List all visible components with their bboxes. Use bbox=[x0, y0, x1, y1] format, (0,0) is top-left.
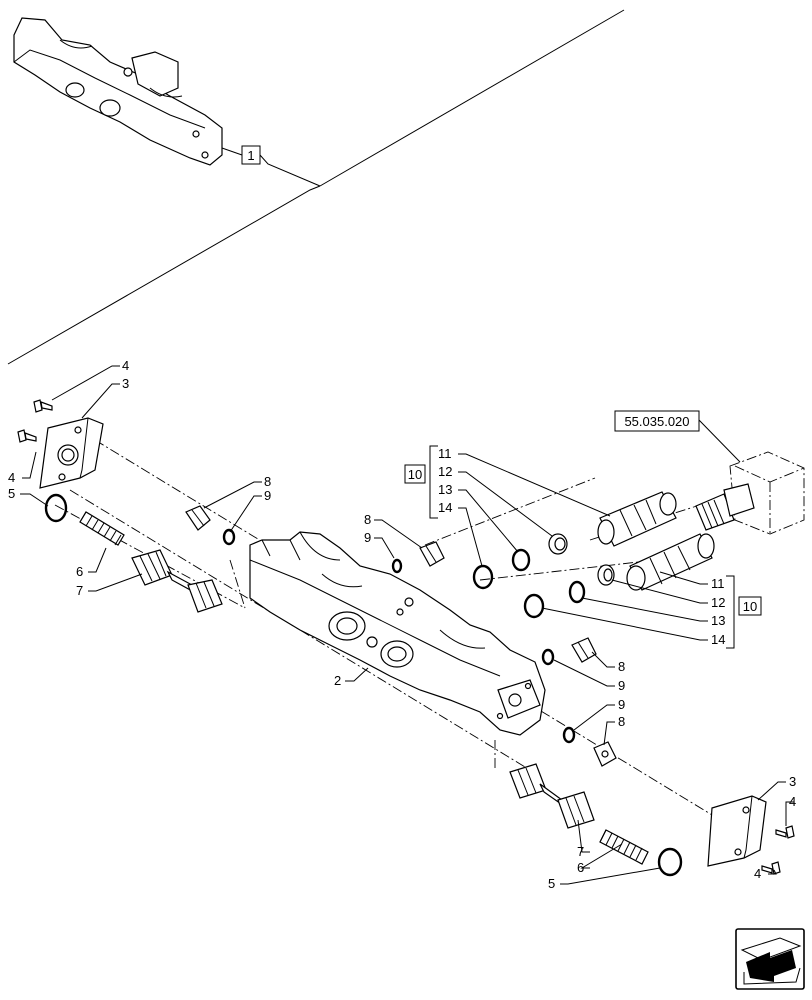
callout-spool-label[interactable]: 7 bbox=[76, 583, 83, 598]
o-ring-large-lower[interactable] bbox=[523, 593, 545, 619]
leader-lines bbox=[20, 365, 794, 885]
backup-ring-upper[interactable] bbox=[548, 533, 568, 555]
cover-plate-left[interactable] bbox=[39, 417, 104, 489]
kit-bracket-lower bbox=[726, 575, 735, 649]
callout-screw-label[interactable]: 4 bbox=[8, 470, 15, 485]
kit-ref-box-lower[interactable]: 10 bbox=[738, 596, 762, 616]
backup-ring-lower[interactable] bbox=[597, 564, 615, 586]
plug-right-lower[interactable] bbox=[593, 741, 617, 767]
callout-cover-plate-label[interactable]: 3 bbox=[122, 376, 129, 391]
callout-seal-ring-label[interactable]: 9 bbox=[618, 697, 625, 712]
retaining-ring-upper[interactable] bbox=[511, 548, 531, 572]
o-ring-right[interactable] bbox=[657, 847, 683, 877]
solenoid-reference-part bbox=[695, 451, 805, 535]
callout-seal-ring-label[interactable]: 9 bbox=[618, 678, 625, 693]
screw-left-bottom[interactable] bbox=[17, 429, 37, 443]
kit-bracket-upper bbox=[429, 445, 438, 519]
screw-right-bottom[interactable] bbox=[761, 861, 781, 875]
callout-label: 1 bbox=[247, 148, 254, 163]
callout-1-box[interactable]: 1 bbox=[241, 145, 261, 165]
callout-screw-label[interactable]: 4 bbox=[754, 866, 761, 881]
seal-ring-center[interactable] bbox=[391, 558, 403, 574]
reference-label: 55.035.020 bbox=[624, 414, 689, 429]
seal-ring-left[interactable] bbox=[222, 528, 236, 546]
kit-ref-box-upper[interactable]: 10 bbox=[404, 464, 426, 484]
spool-right[interactable] bbox=[509, 763, 595, 829]
o-ring-left[interactable] bbox=[44, 493, 68, 523]
top-assembly-thumbnail bbox=[13, 17, 223, 166]
callout-screw-label[interactable]: 4 bbox=[789, 794, 796, 809]
cover-plate-right[interactable] bbox=[707, 795, 767, 867]
callout-screw-label[interactable]: 4 bbox=[122, 358, 129, 373]
callout-retaining-ring-label[interactable]: 13 bbox=[438, 482, 452, 497]
callout-body-label[interactable]: 2 bbox=[334, 673, 341, 688]
spring-right[interactable] bbox=[599, 829, 649, 865]
reference-leader bbox=[698, 419, 741, 463]
plug-right-upper[interactable] bbox=[571, 637, 597, 663]
section-divider-line bbox=[7, 185, 321, 365]
callout-backup-ring-label[interactable]: 12 bbox=[438, 464, 452, 479]
callout-o-ring-large-label[interactable]: 14 bbox=[438, 500, 452, 515]
plug-center[interactable] bbox=[419, 541, 445, 567]
callout-valve-cartridge-label[interactable]: 11 bbox=[711, 576, 725, 591]
callout-spring-label[interactable]: 6 bbox=[577, 860, 584, 875]
retaining-ring-lower[interactable] bbox=[568, 580, 586, 604]
callout-seal-ring-label[interactable]: 9 bbox=[364, 530, 371, 545]
seal-ring-right-lower[interactable] bbox=[562, 726, 576, 744]
next-page-arrow-icon[interactable] bbox=[735, 928, 805, 990]
callout-plug-label[interactable]: 8 bbox=[618, 714, 625, 729]
callout-label: 10 bbox=[408, 467, 422, 482]
callout-retaining-ring-label[interactable]: 13 bbox=[711, 613, 725, 628]
spring-left[interactable] bbox=[79, 511, 125, 546]
callout-1-leader bbox=[221, 147, 321, 187]
spool-left[interactable] bbox=[131, 549, 223, 613]
reference-box[interactable]: 55.035.020 bbox=[614, 410, 700, 432]
callout-plug-label[interactable]: 8 bbox=[264, 474, 271, 489]
valve-cartridge-lower[interactable] bbox=[626, 533, 715, 591]
callout-o-ring-label[interactable]: 5 bbox=[548, 876, 555, 891]
callout-seal-ring-label[interactable]: 9 bbox=[264, 488, 271, 503]
plug-left[interactable] bbox=[185, 505, 211, 531]
callout-plug-label[interactable]: 8 bbox=[618, 659, 625, 674]
callout-plug-label[interactable]: 8 bbox=[364, 512, 371, 527]
o-ring-large-upper[interactable] bbox=[472, 564, 494, 590]
valve-body[interactable] bbox=[249, 531, 546, 736]
screw-left-top[interactable] bbox=[33, 399, 53, 413]
callout-spring-label[interactable]: 6 bbox=[76, 564, 83, 579]
callout-o-ring-large-label[interactable]: 14 bbox=[711, 632, 725, 647]
seal-ring-right-upper[interactable] bbox=[541, 648, 555, 666]
section-divider-line bbox=[319, 9, 625, 187]
screw-right-top[interactable] bbox=[775, 825, 795, 839]
callout-backup-ring-label[interactable]: 12 bbox=[711, 595, 725, 610]
callout-valve-cartridge-label[interactable]: 11 bbox=[438, 446, 452, 461]
valve-cartridge-upper[interactable] bbox=[597, 491, 677, 547]
callout-o-ring-label[interactable]: 5 bbox=[8, 486, 15, 501]
callout-label: 10 bbox=[743, 599, 757, 614]
callout-cover-plate-label[interactable]: 3 bbox=[789, 774, 796, 789]
callout-spool-label[interactable]: 7 bbox=[577, 844, 584, 859]
